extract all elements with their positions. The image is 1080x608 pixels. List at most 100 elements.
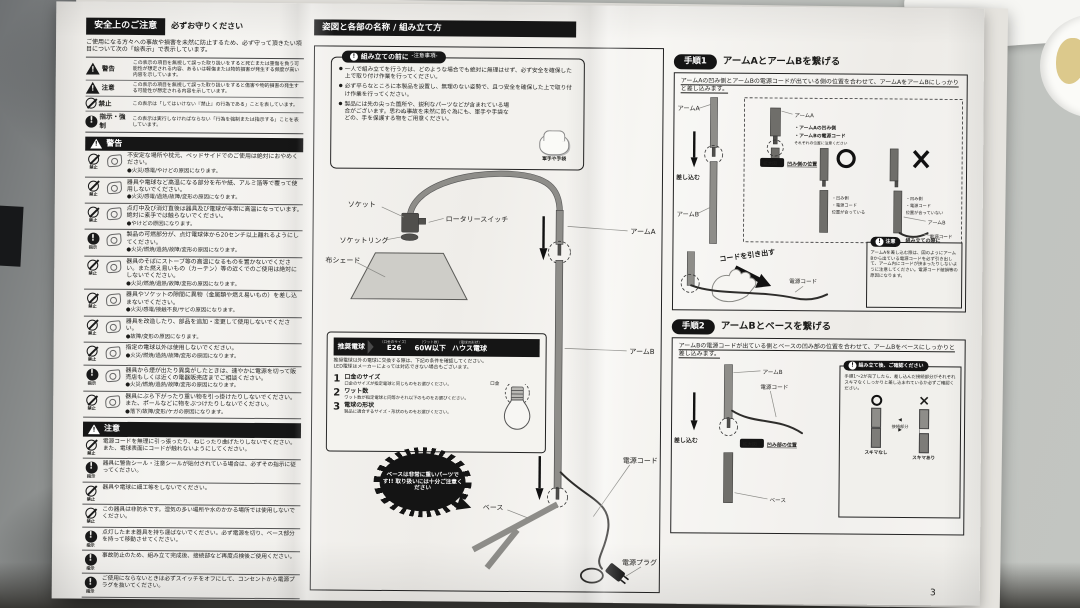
legend-label: 警告 (101, 64, 115, 73)
caution-text: この器具は非防水です。湿気の多い場所や水のかかる場所では使用しないでください。 (102, 506, 296, 521)
safety-badge-icon (84, 553, 97, 566)
caution-item: 指示 ご使用にならないときは必ずスイッチをオフにして、コンセントから電源プラグを… (81, 574, 300, 600)
caution-section-title: 注意 (103, 424, 121, 434)
step1-detail-arm-b-label: アームB (928, 220, 947, 226)
base-leg-1 (471, 501, 559, 553)
step1-badge: 手順1 (673, 54, 717, 70)
caution-text: 器具や電球に細工等をしないでください。 (102, 484, 211, 492)
warning-item: 禁止 指定の電球以外は使用しないでください。 ●火災/燃焼/過熱/故障/変形の原… (83, 342, 302, 367)
bulb-note-2: LED電球はメーカーによっては対応できない場合もございます。 (333, 364, 472, 371)
safety-badge-icon (85, 439, 97, 451)
food-item (1056, 38, 1080, 84)
bulb-condition-item: 2 ワット数 ワット数が指定電球と同等かそれ以下のものをお選びください。 (333, 387, 483, 402)
rod-upper (871, 408, 882, 429)
before-assembly-pill: ! 組み立ての前に -注意事項- (341, 50, 446, 64)
warning-item: 禁止 器具や電球など高温になる部分を布や紙、アルミ箔等で覆って使用しないでくださ… (84, 177, 303, 206)
step1-ok-line2: ・電源コード (832, 202, 857, 209)
legend-text: この表示の項目を無視して誤った取り扱いをすると傷害や物的損害の発生する可能性が想… (132, 82, 299, 96)
legend-label: 指示・強制 (99, 113, 126, 130)
safety-column: 安全上のご注意 必ずお守りください ご使用になる方々への事故や損害を未然に防止す… (81, 17, 304, 606)
warning-cause-note: ●やけどの原因になります。 (126, 220, 196, 228)
pull-cord-sketch: 電源コード (680, 251, 829, 303)
glove-caption: 軍手や手袋 (542, 156, 567, 163)
page-number: 3 (929, 588, 936, 599)
pictogram-icon (104, 258, 123, 273)
warning-cause-note: ●故障/変形の原因になります。 (125, 333, 202, 341)
gap-ok-column: スキマなし (864, 395, 887, 456)
table-edge-object (0, 205, 24, 267)
bulb-condition-item: 1 口金のサイズ 口金のサイズが指定電球と同じものをお選びください。 (333, 374, 483, 388)
caution-item: 禁止 この器具は非防水です。湿気の多い場所や水のかかる場所では使用しないでくださ… (82, 504, 301, 529)
step2-lead: アームBの電源コードが出ている側とベースの凹み部の位置を合わせて、アームBをベー… (678, 342, 955, 358)
condition-number: 1 (333, 374, 341, 386)
step2-badge: 手順2 (671, 319, 715, 335)
before-bullet: 製品には先の尖った箇所や、鋭利なパーツなどが含まれている場合がございます。思わぬ… (338, 101, 510, 125)
safety-badge-label: 指示 (88, 244, 98, 251)
step1-title: アームAとアームBを繋げる (722, 55, 841, 68)
pictogram-icon (104, 292, 123, 307)
step1-note-box: ! 注意 組み立ての際に アームAを差し込む際は、図のようにアームBから出ている… (865, 236, 963, 309)
step1-note-pill: 注意 (885, 238, 896, 245)
socket-shape (401, 212, 419, 233)
caution-item: 指示 事故防止のため、組み立て完成後、接続部など再度点検後ご使用ください。 (81, 550, 301, 576)
bulb-condition-item: 3 電球の形状 製品に適合するサイズ・形状のものをお選びください。 (333, 401, 483, 416)
step1-ok-line3: 位置が合っている (832, 209, 865, 216)
safety-badge-label: 禁止 (88, 303, 97, 310)
step1-detail-arm-a-label: アームA (794, 112, 814, 119)
step1-bullet-note: それぞれの位置に注意ください (794, 140, 847, 145)
caution-text: 電源コードを無理に引っ張ったり、ねじったり曲げたりしないでください。また、電球表… (102, 438, 296, 453)
legend-row: 指示・強制 この表示は実行しなければならない「行為を強制または指示する」ことを表… (85, 112, 303, 134)
pictogram-icon (104, 318, 123, 333)
warning-text: 器具や電球など高温になる部分を布や紙、アルミ箔等で覆って使用しないでください。 (126, 179, 298, 194)
step1-ng-line3: 位置が合っていない (906, 209, 944, 216)
ng-mark-icon: × (918, 393, 931, 410)
step2-zoom-pill: 拡大図 (743, 441, 757, 448)
step2-note-box: ! 組み立て後、ご確認ください 手順1〜2が完了したら、差し込んだ接続部分がそれ… (838, 360, 962, 519)
chevron-icon (367, 339, 374, 354)
warning-cause-note: ●火災/感電/接触不良/サビの原因になります。 (125, 307, 239, 315)
pictogram-icon (105, 179, 124, 194)
arm-a-label: アームA (630, 228, 655, 236)
pictogram-icon (105, 153, 124, 168)
safety-badge-label: 禁止 (86, 496, 96, 502)
condition-number: 3 (333, 401, 341, 413)
assembly-header: 姿図と各部の名称 / 組み立て方 (314, 19, 577, 38)
cord-loop (579, 567, 604, 584)
caution-triangle-icon (88, 424, 100, 434)
step1-detail-cord-label: 電源コード (930, 233, 953, 240)
bulb-spec-value: E26 (386, 344, 402, 353)
assembly-diagram-box: ソケット ロータリースイッチ ソケットリング 布シェード アームA アームB 電… (309, 45, 665, 594)
pictogram-icon (104, 232, 123, 247)
warning-text: 器具やソケットの隙間に異物（金属類や燃え易いもの）を差し込まないでください。 (125, 292, 297, 306)
legend-icon (86, 82, 100, 94)
step2-note-body: 手順1〜2が完了したら、差し込んだ接続部分がそれぞれスキマなくしっかりと差し込ま… (844, 374, 956, 392)
warning-text: 製品の可燃部分が、点灯電球体から20センチ以上離れるようにしてください。 (126, 232, 299, 246)
condition-number: 2 (333, 387, 341, 399)
caution-text: ご使用にならないときは必ずスイッチをオフにして、コンセントから電源プラグを抜いて… (101, 576, 295, 590)
caution-text: 器具に警告シール・注意シールが貼付されている場合は、必ずその指示に従ってください… (102, 460, 296, 475)
safety-badge-label: 禁止 (86, 518, 95, 524)
condition-desc: 製品に適合するサイズ・形状のものをお選びください。 (344, 409, 452, 416)
steps-column: 手順1 アームAとアームBを繋げる アームAの凹み側とアームBの電源コードが出て… (670, 54, 968, 536)
step1-bullet2: ・アームBの電源コード (794, 132, 845, 139)
safety-badge-icon (86, 394, 98, 406)
pictogram-icon (105, 206, 124, 221)
warning-cause-note: ●火災/感電/過熱/故障/変形の原因になります。 (126, 194, 241, 202)
safety-badge-icon (87, 206, 99, 218)
rod-upper (918, 409, 930, 430)
caution-text: 点灯したまま器具を持ち運ばないでください。必ず電源を切り、ベース部分を持って移動… (102, 529, 295, 543)
bulb-condition-list: 1 口金のサイズ 口金のサイズが指定電球と同じものをお選びください。 2 (333, 374, 483, 416)
safety-badge-label: 指示 (86, 473, 96, 479)
legend-text: この表示は「してはいけない『禁止』の行為である」ことを表しています。 (132, 100, 298, 109)
ok-mark-icon (836, 149, 856, 169)
step1-ok-line1: ・凹み側 (832, 195, 849, 202)
before-bullet: 一人で組み立てを行う方は、どのような場合でも絶対に無理はせず、必ず安全を確保した… (339, 67, 577, 84)
hand-icon (711, 269, 757, 303)
alert-icon: ! (875, 237, 884, 246)
legend-text: この表示の項目を無視して誤った取り扱いをすると死亡または重傷を負う可能性が想定さ… (132, 59, 300, 79)
warning-text: 器具を改造したり、部品を追加・変更して使用しないでください。 (125, 318, 291, 332)
warning-text: 点灯中及び消灯直後は器具及び電球が非常に高温になっています。絶対に素手では触らな… (126, 205, 303, 220)
safety-badge-label: 指示 (86, 565, 95, 571)
glove-icon (539, 132, 570, 156)
